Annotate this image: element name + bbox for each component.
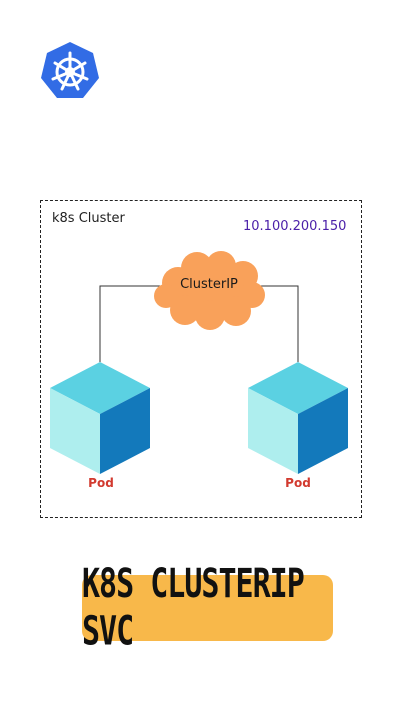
service-label: ClusterIP [180,277,238,292]
pod-cube-left [50,362,150,474]
connector-left [99,285,160,362]
pod-cube-right [248,362,348,474]
connector-right [258,285,299,362]
cluster-label: k8s Cluster [52,211,125,226]
cluster-boundary [40,200,362,518]
pod-label-left: Pod [88,476,114,490]
kubernetes-logo-icon [41,42,99,98]
clusterip-cloud [154,251,265,330]
cluster-ip-address: 10.100.200.150 [243,219,347,234]
banner-title: K8S CLUSTERIP SVC [82,560,305,656]
title-banner: K8S CLUSTERIP SVC [82,561,333,655]
pod-label-right: Pod [285,476,311,490]
